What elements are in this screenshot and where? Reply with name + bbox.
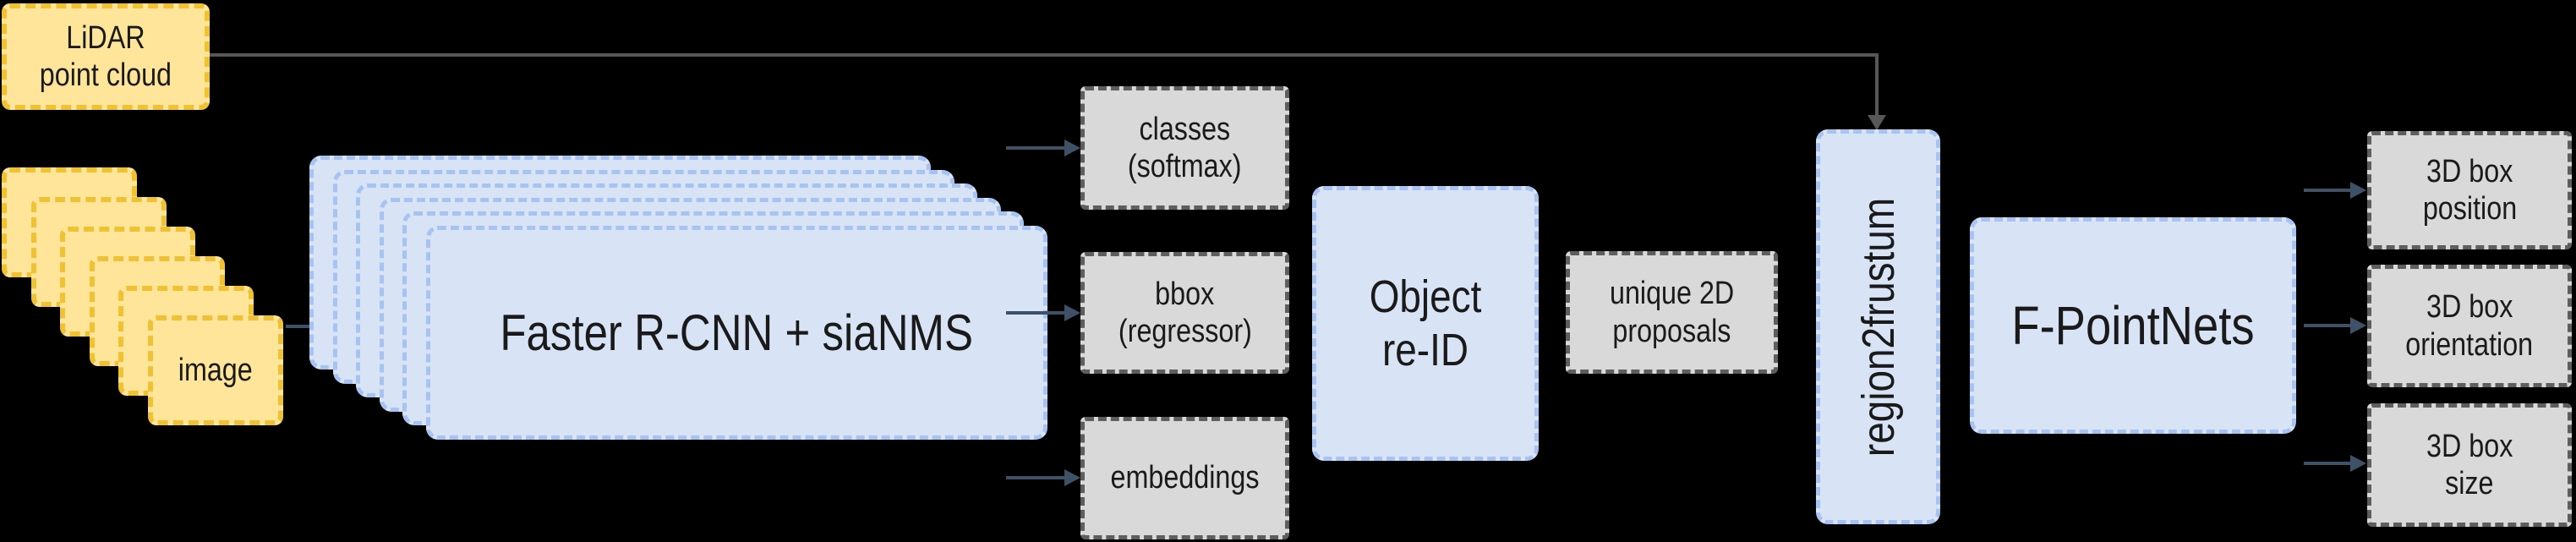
arrow-detector-to-bbox-line bbox=[1006, 311, 1066, 315]
size-label-line1: 3D box bbox=[2426, 428, 2513, 464]
size-label-line2: size bbox=[2445, 466, 2494, 501]
node-embeddings: embeddings bbox=[1080, 417, 1289, 539]
node-lidar-point-cloud: LiDAR point cloud bbox=[2, 3, 210, 110]
reid-label-line1: Object bbox=[1369, 271, 1482, 322]
arrowhead-detector-to-bbox bbox=[1064, 304, 1080, 321]
arrowhead-detector-to-embeddings bbox=[1064, 469, 1080, 486]
classes-label-line2: (softmax) bbox=[1128, 149, 1242, 184]
arrowhead-fpointnets-to-orientation bbox=[2350, 317, 2366, 334]
arrow-detector-to-classes-line bbox=[1006, 146, 1066, 150]
arrow-fpointnets-to-position-line bbox=[2304, 189, 2352, 192]
orientation-label-line2: orientation bbox=[2405, 326, 2534, 363]
classes-label-line1: classes bbox=[1139, 111, 1231, 147]
node-3d-box-size: 3D box size bbox=[2367, 403, 2572, 527]
bbox-label-line2: (regressor) bbox=[1118, 314, 1252, 349]
fpointnets-label: F-PointNets bbox=[2011, 294, 2255, 356]
node-faster-rcnn-sianms: Faster R-CNN + siaNMS bbox=[426, 226, 1047, 440]
lidar-label-line2: point cloud bbox=[39, 57, 172, 93]
embeddings-label: embeddings bbox=[1110, 460, 1260, 496]
node-unique-2d-proposals: unique 2D proposals bbox=[1566, 251, 1778, 374]
arrowhead-lidar-to-frustum bbox=[1868, 115, 1886, 130]
image-label: image bbox=[178, 352, 253, 388]
orientation-label-line1: 3D box bbox=[2426, 289, 2513, 326]
node-object-reid: Object re-ID bbox=[1312, 186, 1539, 461]
node-3d-box-position: 3D box position bbox=[2367, 131, 2572, 249]
arrow-fpointnets-to-size-line bbox=[2304, 462, 2352, 465]
reid-label-line2: re-ID bbox=[1382, 324, 1468, 375]
connector-lidar-to-frustum-vertical bbox=[1875, 53, 1879, 117]
node-image-stack: image bbox=[148, 315, 283, 425]
node-f-pointnets: F-PointNets bbox=[1970, 217, 2296, 434]
proposals-label-line1: unique 2D bbox=[1609, 276, 1735, 312]
arrowhead-fpointnets-to-size bbox=[2350, 455, 2366, 472]
arrowhead-fpointnets-to-position bbox=[2350, 182, 2366, 199]
arrow-detector-to-embeddings-line bbox=[1006, 476, 1066, 479]
position-label-line2: position bbox=[2422, 191, 2517, 227]
arrowhead-detector-to-classes bbox=[1064, 140, 1080, 156]
node-classes-softmax: classes (softmax) bbox=[1080, 86, 1289, 210]
node-region2frustum: region2frustum bbox=[1816, 129, 1940, 524]
node-bbox-regressor: bbox (regressor) bbox=[1080, 252, 1289, 374]
detector-label: Faster R-CNN + siaNMS bbox=[500, 304, 974, 361]
position-label-line1: 3D box bbox=[2426, 153, 2513, 189]
proposals-label-line2: proposals bbox=[1612, 313, 1731, 349]
node-3d-box-orientation: 3D box orientation bbox=[2367, 265, 2572, 387]
lidar-label-line1: LiDAR bbox=[66, 19, 145, 56]
connector-lidar-to-frustum-horizontal bbox=[210, 53, 1879, 57]
frustum-label: region2frustum bbox=[1852, 197, 1904, 457]
arrow-fpointnets-to-orientation-line bbox=[2304, 324, 2352, 327]
bbox-label-line1: bbox bbox=[1155, 276, 1215, 312]
